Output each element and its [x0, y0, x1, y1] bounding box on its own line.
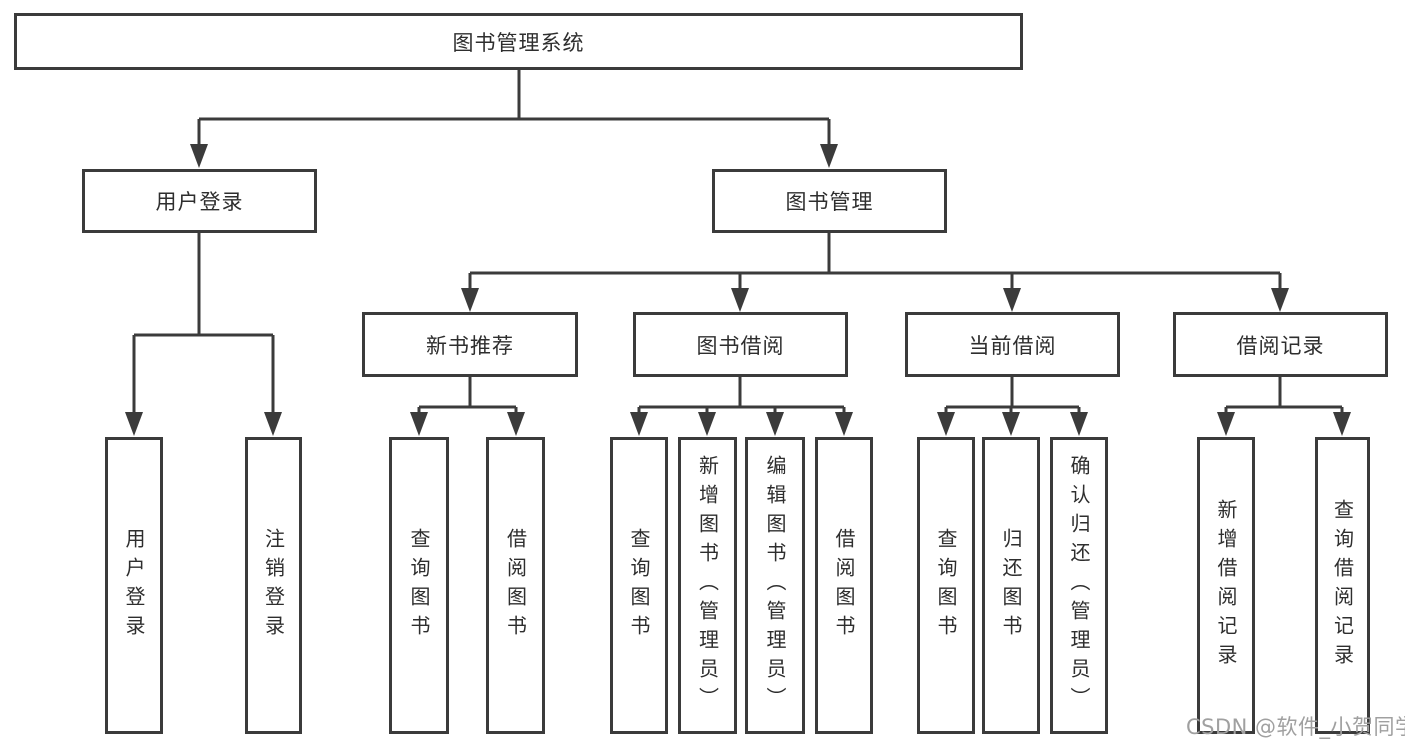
leaf-current-confirm-return-admin: 确认归还（管理员） [1050, 437, 1108, 734]
node-label: 图书管理 [785, 190, 874, 214]
node-current-borrow: 当前借阅 [905, 312, 1120, 377]
node-book-management: 图书管理 [712, 169, 947, 233]
connector-book-borrow-split [637, 377, 846, 418]
leaf-borrow-add-books-admin: 新增图书（管理员） [678, 437, 737, 734]
node-book-borrow: 图书借阅 [633, 312, 848, 377]
watermark: CSDN @软件_小贺同学 [1186, 715, 1405, 739]
connector-root-split [197, 70, 831, 150]
leaf-current-return-books: 归还图书 [982, 437, 1040, 734]
leaf-records-query-record: 查询借阅记录 [1315, 437, 1370, 734]
node-label: 新增借阅记录 [1214, 498, 1238, 673]
connector-current-borrow-split [944, 377, 1081, 418]
leaf-borrow-query-books: 查询图书 [610, 437, 668, 734]
leaf-borrow-edit-books-admin: 编辑图书（管理员） [745, 437, 805, 734]
leaf-newbook-borrow-books: 借阅图书 [486, 437, 545, 734]
leaf-user-login: 用户登录 [105, 437, 163, 734]
node-label: 确认归还（管理员） [1067, 455, 1091, 716]
connector-new-book-split [417, 377, 518, 418]
node-label: 编辑图书（管理员） [763, 455, 787, 716]
node-label: 用户登录 [155, 190, 244, 214]
leaf-newbook-query-books: 查询图书 [389, 437, 449, 734]
node-borrow-records: 借阅记录 [1173, 312, 1388, 377]
leaf-borrow-borrow-books: 借阅图书 [815, 437, 873, 734]
leaf-logout: 注销登录 [245, 437, 302, 734]
node-label: 新书推荐 [426, 333, 514, 358]
node-label: 图书借阅 [696, 333, 785, 358]
node-label: 注销登录 [261, 527, 286, 644]
node-label: 新增图书（管理员） [695, 455, 720, 716]
node-label: 借阅图书 [832, 527, 856, 644]
connector-book-management-split [468, 233, 1282, 294]
node-new-book-recommend: 新书推荐 [362, 312, 578, 377]
node-label: 借阅记录 [1236, 333, 1325, 358]
connector-borrow-records-split [1224, 377, 1344, 418]
node-label: 借阅图书 [503, 527, 528, 644]
node-label: 查询图书 [627, 527, 651, 644]
arrowheads [125, 144, 1351, 436]
node-label: 图书管理系统 [452, 30, 585, 55]
leaf-current-query-books: 查询图书 [917, 437, 975, 734]
node-user-login: 用户登录 [82, 169, 317, 233]
connector-user-login-split [132, 233, 275, 418]
node-label: 当前借阅 [968, 333, 1057, 358]
node-label: 查询图书 [934, 527, 958, 644]
node-label: 查询图书 [407, 527, 431, 644]
node-label: 用户登录 [122, 527, 146, 644]
leaf-records-add-record: 新增借阅记录 [1197, 437, 1255, 734]
node-label: 查询借阅记录 [1330, 498, 1355, 673]
node-library-system: 图书管理系统 [14, 13, 1023, 70]
node-label: 归还图书 [999, 527, 1023, 644]
